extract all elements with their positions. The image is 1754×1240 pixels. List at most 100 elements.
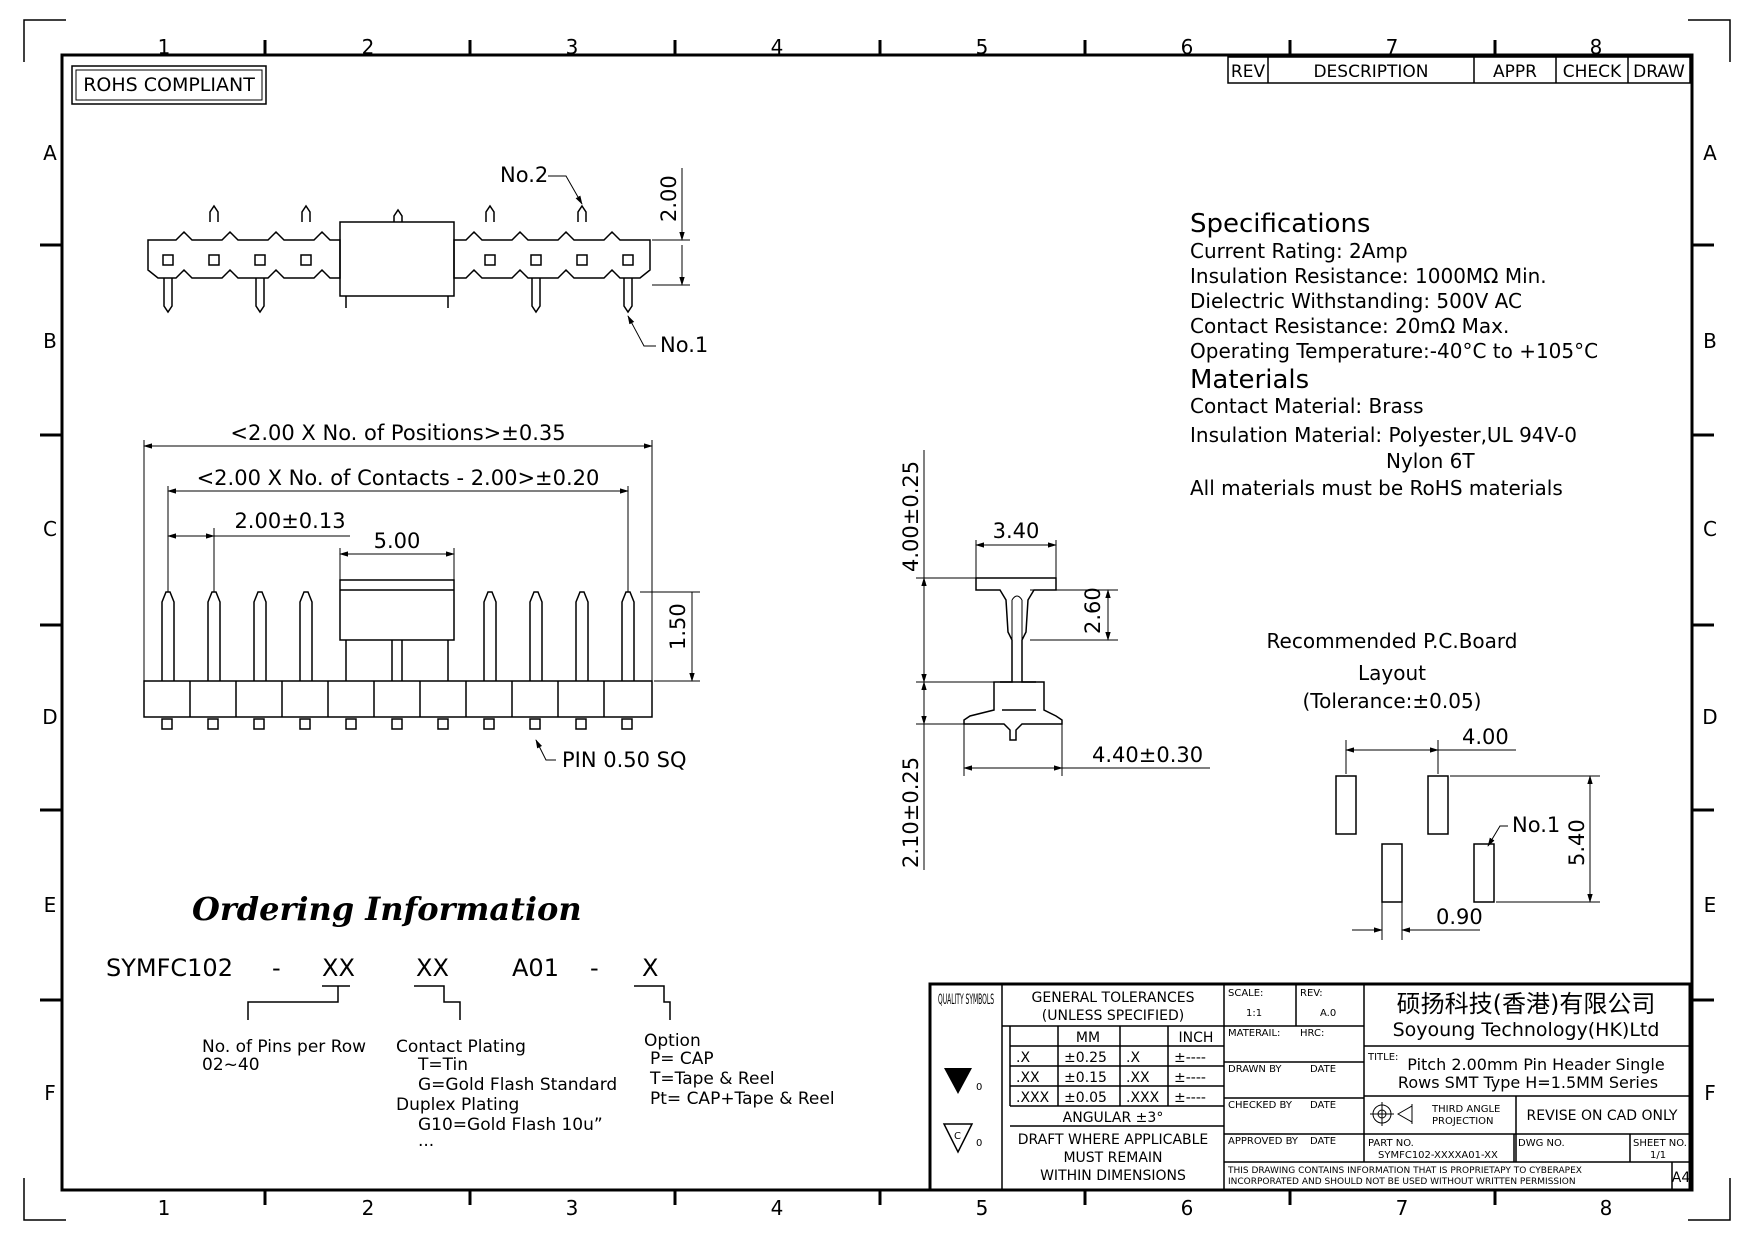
col-label-8-bottom: 8 — [1600, 1196, 1613, 1220]
material-line-4: All materials must be RoHS materials — [1190, 476, 1563, 500]
col-label-5-bottom: 5 — [976, 1196, 989, 1220]
row-label-b: B — [43, 329, 57, 353]
appr-header: APPR — [1493, 62, 1537, 82]
tol-row-2-idec: .XX — [1126, 1070, 1150, 1086]
pcb-title-line-1: Recommended P.C.Board — [1267, 629, 1518, 653]
row-label-e-right: E — [1704, 893, 1717, 917]
col-label-7: 7 — [1386, 35, 1399, 59]
pcb-title-line-3: (Tolerance:±0.05) — [1302, 689, 1481, 713]
plating-line-1: Contact Plating — [396, 1037, 526, 1057]
sheet-no-value: 1/1 — [1650, 1150, 1666, 1161]
tol-row-2-dec: .XX — [1016, 1070, 1040, 1086]
contacts-dim: <2.00 X No. of Contacts - 2.00>±0.20 — [197, 466, 600, 490]
top-view-no1-label: No.1 — [660, 333, 708, 357]
row-label-f-right: F — [1704, 1081, 1716, 1105]
row-label-a: A — [43, 141, 57, 165]
ordering-info: Ordering Information SYMFC102 - XX XX A0… — [106, 890, 835, 1151]
pcb-pad-dim: 0.90 — [1436, 905, 1483, 929]
top-view-height-dim: 2.00 — [657, 175, 681, 222]
tol-row-3-dec: .XXX — [1016, 1090, 1050, 1106]
projection-icon — [1370, 1102, 1413, 1126]
drawn-by-label: DRAWN BY — [1228, 1064, 1282, 1075]
tol-row-1-mm: ±0.25 — [1064, 1050, 1107, 1066]
quality-level-2: 0 — [976, 1138, 982, 1149]
col-label-6: 6 — [1181, 35, 1194, 59]
tol-row-3-inch: ±---- — [1174, 1090, 1206, 1106]
quality-triangle-letter: C — [954, 1131, 961, 1142]
material-label: MATERAIL: — [1228, 1028, 1280, 1039]
row-label-c: C — [43, 517, 57, 541]
company-name-cn: 硕扬科技(香港)有限公司 — [1397, 990, 1656, 1018]
rohs-label: ROHS COMPLIANT — [83, 74, 255, 96]
col-label-8: 8 — [1590, 35, 1603, 59]
pcb-no1-label: No.1 — [1512, 813, 1560, 837]
zone-ticks — [40, 40, 1714, 1205]
col-label-6-bottom: 6 — [1181, 1196, 1194, 1220]
title-line-1: Pitch 2.00mm Pin Header Single — [1407, 1055, 1664, 1074]
pitch-dim: 2.00±0.13 — [234, 509, 345, 533]
approved-date-label: DATE — [1310, 1136, 1336, 1147]
option-line-3: T=Tape & Reel — [649, 1069, 775, 1089]
side-view: 3.40 2.60 4.00±0.25 2.10±0.25 4.40±0.30 — [899, 450, 1210, 870]
row-label-b-right: B — [1703, 329, 1717, 353]
pad-3 — [1381, 843, 1403, 903]
draft-line-2: MUST REMAIN — [1063, 1150, 1162, 1166]
draft-line-1: DRAFT WHERE APPLICABLE — [1018, 1132, 1209, 1148]
rev-value: A.0 — [1320, 1008, 1336, 1019]
pad-1 — [1335, 775, 1357, 835]
pcb-row-dim: 5.40 — [1565, 819, 1589, 866]
tol-row-2-inch: ±---- — [1174, 1070, 1206, 1086]
row-label-c-right: C — [1703, 517, 1717, 541]
option-line-4: Pt= CAP+Tape & Reel — [650, 1089, 835, 1109]
tol-row-3-mm: ±0.05 — [1064, 1090, 1107, 1106]
cap-width-dim: 3.40 — [993, 519, 1040, 543]
row-label-e: E — [44, 893, 57, 917]
specifications-title: Specifications — [1190, 209, 1370, 239]
draft-line-3: WITHIN DIMENSIONS — [1040, 1168, 1186, 1184]
top-view-no2-label: No.2 — [500, 163, 548, 187]
pad-2 — [1427, 775, 1449, 835]
part-no-label: PART NO. — [1368, 1138, 1414, 1149]
scale-value: 1:1 — [1246, 1008, 1262, 1019]
drawn-date-label: DATE — [1310, 1064, 1336, 1075]
title-line-2: Rows SMT Type H=1.5MM Series — [1398, 1073, 1658, 1092]
revision-table: REV DESCRIPTION APPR CHECK DRAW — [1227, 56, 1691, 84]
quality-level-1: 0 — [976, 1082, 982, 1093]
revise-note: REVISE ON CAD ONLY — [1527, 1108, 1678, 1124]
option-line-1: Option — [644, 1031, 701, 1051]
positions-dim: <2.00 X No. of Positions>±0.35 — [230, 421, 565, 445]
row-labels-right: A B C D E F — [1702, 141, 1717, 1105]
tol-row-1-inch: ±---- — [1174, 1050, 1206, 1066]
drawing-border — [60, 53, 1694, 1192]
plating-line-4: Duplex Plating — [396, 1095, 519, 1115]
spec-line-5: Operating Temperature:-40°C to +105°C — [1190, 339, 1598, 363]
rev-label: REV: — [1300, 988, 1323, 999]
plating-line-3: G=Gold Flash Standard — [418, 1075, 617, 1095]
dwg-no-label: DWG NO. — [1518, 1138, 1565, 1149]
spec-line-4: Contact Resistance: 20mΩ Max. — [1190, 314, 1509, 338]
ordering-code-dash-2: - — [590, 954, 599, 982]
tol-row-1-dec: .X — [1016, 1050, 1030, 1066]
column-labels-bottom: 1 2 3 4 5 6 7 8 — [158, 1196, 1613, 1220]
top-view: 2.00 No.2 No.1 — [147, 163, 708, 357]
material-line-2: Insulation Material: Polyester,UL 94V-0 — [1190, 423, 1577, 447]
row-label-d: D — [42, 705, 57, 729]
material-line-3: Nylon 6T — [1386, 449, 1475, 473]
description-header: DESCRIPTION — [1313, 62, 1428, 82]
scale-label: SCALE: — [1228, 988, 1263, 999]
specifications-block: Specifications Current Rating: 2Amp Insu… — [1190, 209, 1598, 500]
quality-triangle-filled — [944, 1068, 972, 1094]
col-label-2: 2 — [362, 35, 375, 59]
ordering-code-prefix: SYMFC102 — [106, 954, 233, 982]
col-label-1-bottom: 1 — [158, 1196, 171, 1220]
hrc-label: HRC: — [1300, 1028, 1324, 1039]
bottom-length-dim: 2.10±0.25 — [899, 757, 923, 868]
pcb-layout: Recommended P.C.Board Layout (Tolerance:… — [1267, 629, 1600, 940]
spec-line-3: Dielectric Withstanding: 500V AC — [1190, 289, 1522, 313]
sheet-size: A4 — [1672, 1170, 1691, 1186]
col-label-4: 4 — [771, 35, 784, 59]
row-label-f: F — [44, 1081, 56, 1105]
mm-header: MM — [1076, 1030, 1100, 1046]
ordering-code-option: X — [642, 954, 658, 982]
